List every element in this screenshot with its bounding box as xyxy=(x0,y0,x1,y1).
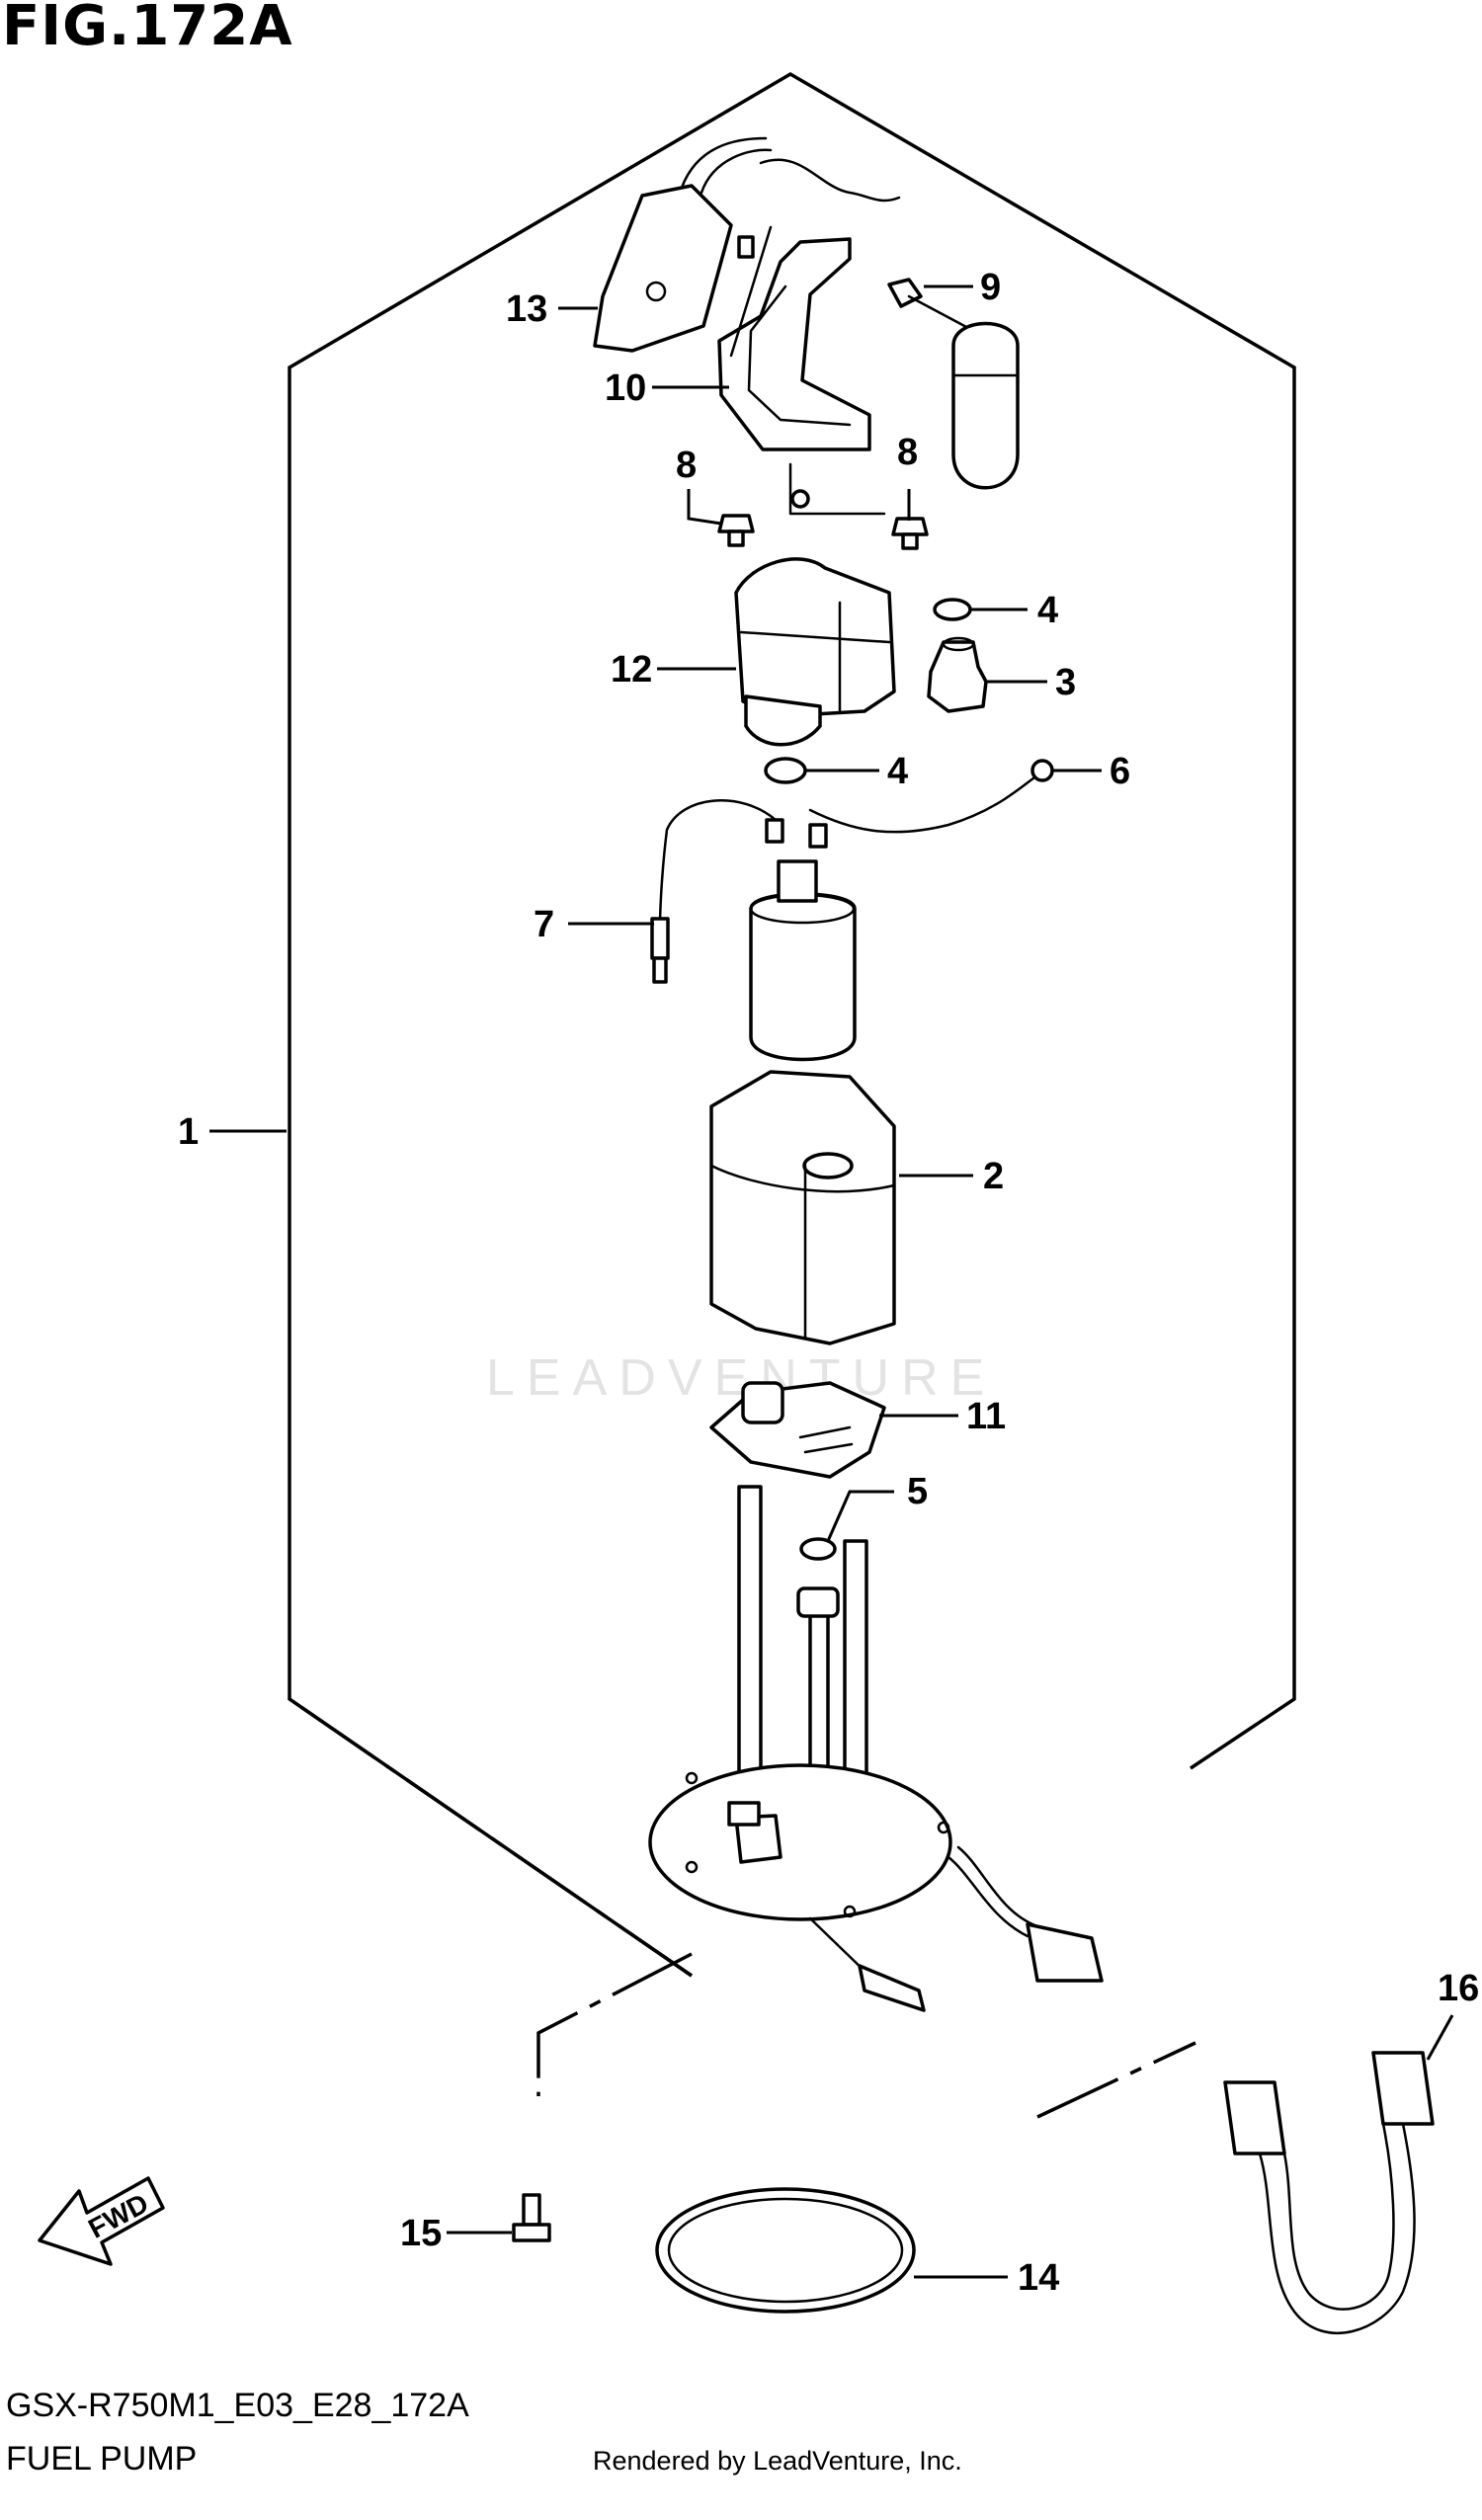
part-10-bracket[interactable] xyxy=(717,158,901,516)
fuel-pump-motor xyxy=(749,818,857,1062)
part-5-o-ring[interactable] xyxy=(799,1537,837,1561)
part-13-connector-plate[interactable] xyxy=(593,136,773,353)
pump-base-flange xyxy=(648,1485,952,1921)
watermark-text: LEADVENTURE xyxy=(486,1349,996,1407)
callout-2[interactable]: 2 xyxy=(983,1156,1004,1197)
callout-14[interactable]: 14 xyxy=(1018,2257,1059,2299)
callout-3[interactable]: 3 xyxy=(1055,662,1076,703)
callout-4-upper[interactable]: 4 xyxy=(1037,590,1058,631)
callout-4-lower[interactable]: 4 xyxy=(887,751,908,792)
fwd-arrow: FWD xyxy=(38,2176,165,2266)
callout-15[interactable]: 15 xyxy=(400,2213,442,2254)
part-8-screw-right[interactable] xyxy=(891,517,929,550)
callout-labels: 1 2 3 4 4 5 6 7 8 8 9 10 11 12 13 14 15 … xyxy=(178,267,1479,2299)
part-12-pressure-regulator-housing[interactable] xyxy=(734,557,896,747)
callout-10[interactable]: 10 xyxy=(605,367,646,409)
render-credit: Rendered by LeadVenture, Inc. xyxy=(593,2446,962,2476)
callout-8-right[interactable]: 8 xyxy=(897,432,918,473)
part-16-fuel-hose[interactable] xyxy=(1223,2051,1435,2335)
part-6-lead-wire[interactable] xyxy=(808,759,1054,834)
part-7-lead-wire[interactable] xyxy=(650,799,778,984)
part-11-fuel-filter[interactable] xyxy=(709,1381,886,1479)
part-4-o-ring-lower[interactable] xyxy=(764,757,807,784)
leader-lines xyxy=(209,285,1454,2279)
callout-12[interactable]: 12 xyxy=(611,649,652,691)
figure-title: FIG.172A xyxy=(2,0,293,58)
callout-13[interactable]: 13 xyxy=(506,288,547,330)
callout-8-left[interactable]: 8 xyxy=(676,445,697,486)
part-9-clip[interactable] xyxy=(887,278,923,308)
section-name: FUEL PUMP xyxy=(6,2440,198,2478)
part-2-pump-holder[interactable] xyxy=(709,1070,896,1345)
model-code: GSX-R750M1_E03_E28_172A xyxy=(6,2387,469,2424)
callout-1[interactable]: 1 xyxy=(178,1111,199,1153)
callout-16[interactable]: 16 xyxy=(1438,1968,1479,2009)
part-15-bolt[interactable] xyxy=(512,2193,551,2242)
return-pipe-stub xyxy=(808,1916,926,2012)
assembly-frame xyxy=(288,71,1296,2119)
pump-harness-connector xyxy=(947,1845,1104,1983)
callout-6[interactable]: 6 xyxy=(1110,751,1130,792)
part-3-regulator-valve[interactable] xyxy=(927,636,988,713)
part-14-gasket[interactable] xyxy=(655,2187,916,2314)
callout-7[interactable]: 7 xyxy=(534,904,554,945)
callout-11[interactable]: 11 xyxy=(966,1396,1006,1437)
fuel-level-float xyxy=(907,294,1020,490)
part-4-o-ring-upper[interactable] xyxy=(933,598,972,621)
callout-5[interactable]: 5 xyxy=(907,1471,928,1512)
part-8-screw-left[interactable] xyxy=(717,514,755,547)
callout-9[interactable]: 9 xyxy=(980,267,1001,308)
